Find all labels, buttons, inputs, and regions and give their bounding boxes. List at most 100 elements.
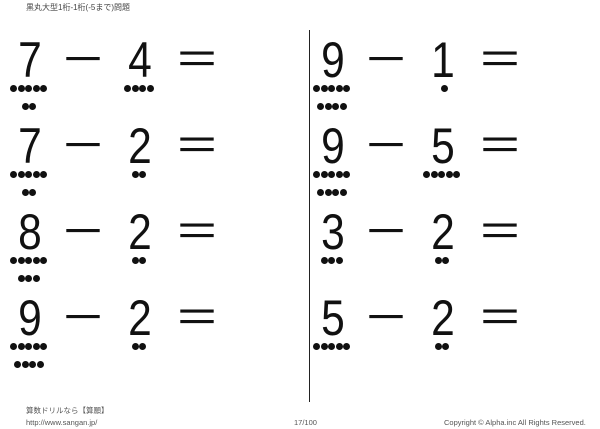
counting-dot — [328, 257, 336, 264]
counting-dot — [324, 189, 332, 196]
counting-dot — [343, 85, 351, 92]
dot-group — [117, 80, 161, 98]
equals-sign: ＝ — [477, 292, 523, 344]
problem-4: 9－2＝ — [2, 290, 222, 376]
digit: 5 — [321, 290, 345, 346]
equals-sign: ＝ — [477, 34, 523, 86]
digit: 2 — [431, 290, 455, 346]
counting-dot — [453, 171, 461, 178]
subtrahend: 2 — [120, 290, 160, 350]
counting-dot — [25, 85, 33, 92]
minus-sign: － — [363, 120, 409, 172]
counting-dot — [21, 103, 29, 110]
dot-group — [7, 338, 51, 374]
counting-dot — [445, 171, 453, 178]
counting-dot — [324, 103, 332, 110]
counting-dot — [40, 257, 48, 264]
counting-dot — [21, 361, 29, 368]
counting-dot — [139, 257, 146, 264]
dot-group — [117, 338, 161, 356]
counting-dot — [442, 257, 449, 264]
counting-dot — [36, 361, 44, 368]
dot-group — [420, 252, 464, 270]
counting-dot — [131, 257, 139, 264]
counting-dot — [14, 361, 21, 368]
subtrahend: 2 — [423, 207, 463, 264]
minuend: 7 — [10, 121, 50, 196]
counting-dot — [32, 343, 40, 350]
dot-group — [7, 80, 51, 116]
digit: 9 — [18, 290, 42, 346]
counting-dot — [332, 189, 339, 196]
counting-dot — [32, 257, 40, 264]
subtrahend: 5 — [423, 121, 463, 178]
counting-dot — [17, 257, 25, 264]
counting-dot — [25, 343, 33, 350]
counting-dot — [139, 343, 146, 350]
problem-7: 3－2＝ — [305, 206, 525, 290]
problem-8: 5 － 2 ＝ — [305, 290, 525, 376]
counting-dot — [10, 171, 18, 178]
minuend: 9 — [10, 290, 50, 368]
counting-dot — [313, 171, 321, 178]
problem-1: 7－4＝ — [2, 32, 222, 118]
equals-sign: ＝ — [174, 206, 220, 258]
digit: 7 — [18, 32, 42, 88]
counting-dot — [25, 171, 33, 178]
counting-dot — [17, 171, 25, 178]
equals-sign: ＝ — [477, 206, 523, 258]
counting-dot — [25, 257, 33, 264]
digit: 4 — [128, 32, 152, 88]
counting-dot — [10, 85, 18, 92]
dot-group — [423, 80, 467, 98]
counting-dot — [10, 343, 18, 350]
minus-sign: － — [60, 34, 106, 86]
counting-dot — [335, 171, 343, 178]
dot-group — [7, 166, 51, 202]
copyright: Copyright © Alpha.inc All Rights Reserve… — [444, 418, 586, 427]
minuend: 7 — [10, 32, 50, 110]
counting-dot — [29, 103, 36, 110]
counting-dot — [320, 343, 328, 350]
minus-sign: － — [60, 292, 106, 344]
counting-dot — [29, 361, 36, 368]
counting-dot — [328, 171, 336, 178]
site-name: 算数ドリルなら【算願】 — [26, 406, 109, 415]
counting-dot — [343, 171, 351, 178]
digit: 1 — [431, 32, 455, 88]
counting-dot — [10, 257, 18, 264]
problem-6: 9－ 5 ＝ — [305, 120, 525, 204]
counting-dot — [335, 85, 343, 92]
minuend: 3 — [313, 207, 353, 264]
equals-sign: ＝ — [174, 120, 220, 172]
site-url[interactable]: http://www.sangan.jp/ — [26, 418, 98, 427]
minuend: 9 — [313, 121, 353, 196]
counting-dot — [124, 85, 131, 92]
counting-dot — [434, 343, 442, 350]
dot-group — [310, 166, 354, 202]
minus-sign: － — [363, 292, 409, 344]
counting-dot — [339, 103, 347, 110]
digit: 2 — [128, 290, 152, 346]
counting-dot — [328, 85, 336, 92]
digit: 9 — [321, 32, 345, 88]
counting-dot — [21, 189, 29, 196]
counting-dot — [139, 85, 146, 92]
counting-dot — [32, 275, 40, 282]
counting-dot — [343, 343, 351, 350]
counting-dot — [328, 343, 336, 350]
counting-dot — [131, 171, 139, 178]
subtrahend: 2 — [120, 118, 160, 178]
counting-dot — [317, 103, 324, 110]
counting-dot — [320, 171, 328, 178]
dot-group — [420, 166, 464, 184]
minus-sign: － — [60, 206, 106, 258]
counting-dot — [313, 85, 321, 92]
equals-sign: ＝ — [477, 120, 523, 172]
subtrahend: 2 — [120, 207, 160, 264]
counting-dot — [320, 85, 328, 92]
dot-group — [7, 252, 51, 288]
minuend: 9 — [313, 32, 353, 110]
digit: 2 — [128, 118, 152, 174]
